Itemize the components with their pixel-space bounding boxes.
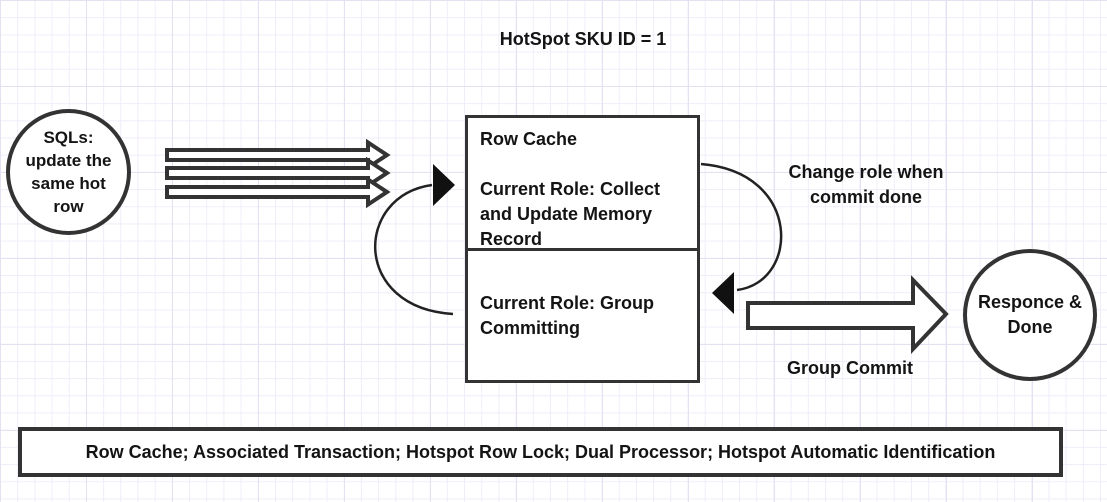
features-legend-text: Row Cache; Associated Transaction; Hotsp…	[85, 441, 996, 462]
collect-role-label: Current Role: Collect and Update Memory …	[480, 179, 661, 249]
group-commit-arrow-icon	[746, 275, 949, 355]
arrowhead-left-icon	[712, 272, 734, 314]
request-arrow-icon	[165, 175, 391, 209]
arrowhead-right-icon	[433, 164, 455, 206]
responce-done-label: Responce & Done	[977, 292, 1083, 337]
row-cache-top-section: Row Cache Current Role: Collect and Upda…	[468, 118, 697, 251]
parallel-request-arrows-icon	[165, 138, 391, 209]
row-cache-bottom-section: Current Role: Group Committing	[468, 251, 697, 380]
loop-arrow-to-collect	[374, 164, 455, 316]
group-committing-role-label: Current Role: Group Committing	[480, 292, 654, 338]
responce-done-circle: Responce & Done	[963, 249, 1097, 381]
sqls-circle-label: SQLs: update the same hot row	[25, 128, 112, 216]
row-cache-header: Row Cache	[480, 129, 578, 149]
request-arrow-icon	[165, 138, 391, 172]
group-commit-annotation: Group Commit	[787, 358, 913, 378]
features-legend-bar: Row Cache; Associated Transaction; Hotsp…	[18, 427, 1063, 477]
diagram-title: HotSpot SKU ID = 1	[499, 29, 667, 49]
sqls-circle: SQLs: update the same hot row	[6, 109, 131, 235]
loop-arrow-to-commit	[700, 162, 783, 314]
change-role-annotation: Change role when commit done	[788, 162, 944, 207]
request-arrow-icon	[165, 156, 391, 190]
row-cache-box: Row Cache Current Role: Collect and Upda…	[465, 115, 700, 383]
